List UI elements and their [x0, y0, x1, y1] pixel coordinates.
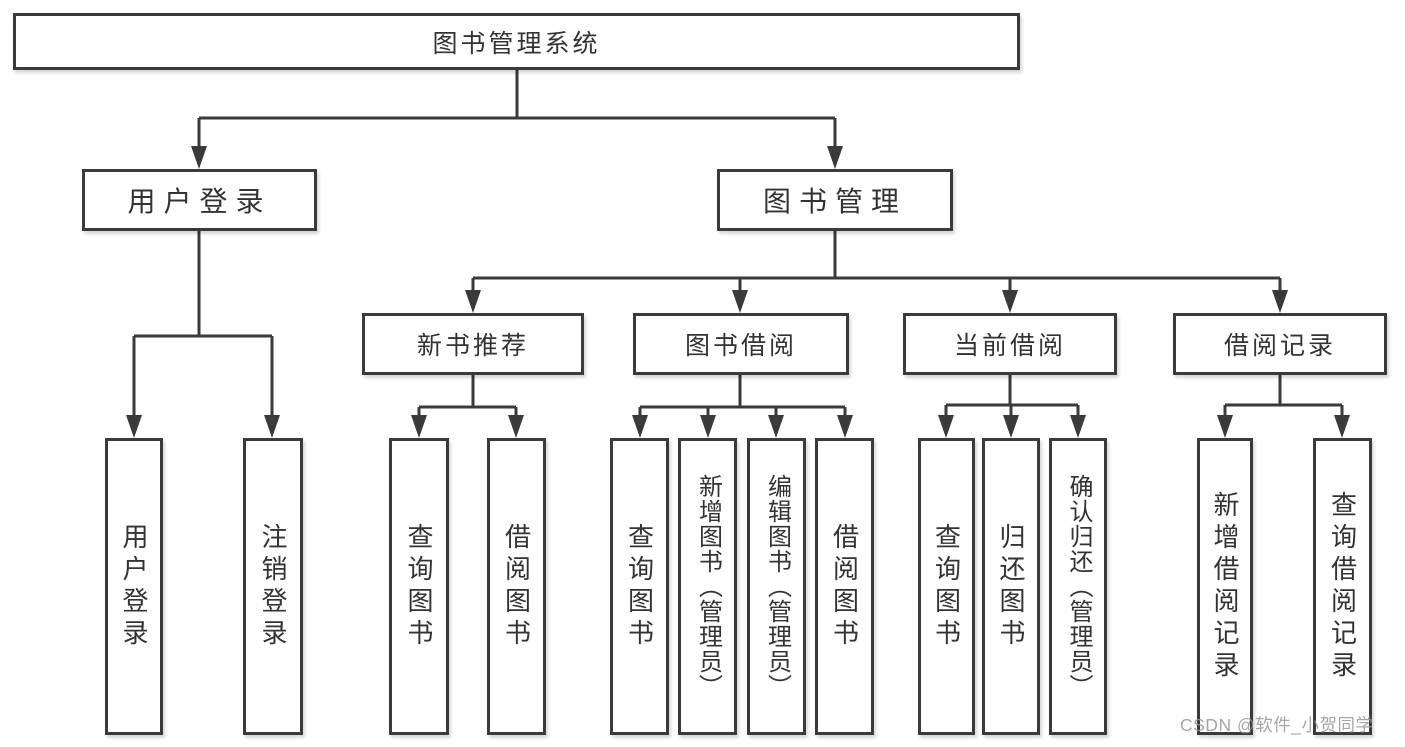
node-root: 图书管理系统 [13, 13, 1020, 70]
node-book-borrowing: 图书借阅 [633, 313, 849, 375]
leaf-current-return-books: 归还图书 [982, 438, 1040, 735]
node-book-management: 图书管理 [717, 169, 953, 231]
csdn-watermark: CSDN @软件_小贺同学 [1180, 715, 1374, 735]
leaf-current-confirm-return-admin: 确认归还（管理员） [1049, 438, 1107, 735]
leaf-borrow-query-books: 查询图书 [610, 438, 669, 735]
node-new-book-recommend: 新书推荐 [362, 313, 584, 375]
leaf-borrow-borrow-books: 借阅图书 [815, 438, 874, 735]
node-borrowing-records: 借阅记录 [1173, 313, 1387, 375]
leaf-borrow-add-books-admin: 新增图书（管理员） [678, 438, 737, 735]
leaf-borrow-edit-books-admin: 编辑图书（管理员） [747, 438, 806, 735]
node-current-borrowing: 当前借阅 [903, 313, 1117, 375]
arrowheads [126, 146, 1350, 438]
node-user-login: 用户登录 [82, 169, 317, 231]
leaf-logout: 注销登录 [243, 438, 303, 735]
leaf-records-query-record: 查询借阅记录 [1313, 438, 1372, 735]
leaf-records-add-record: 新增借阅记录 [1197, 438, 1253, 735]
leaf-current-query-books: 查询图书 [918, 438, 975, 735]
leaf-recommend-query-books: 查询图书 [389, 438, 449, 735]
leaf-recommend-borrow-books: 借阅图书 [487, 438, 546, 735]
leaf-user-login: 用户登录 [105, 438, 163, 735]
tree-edges [132, 70, 1344, 418]
